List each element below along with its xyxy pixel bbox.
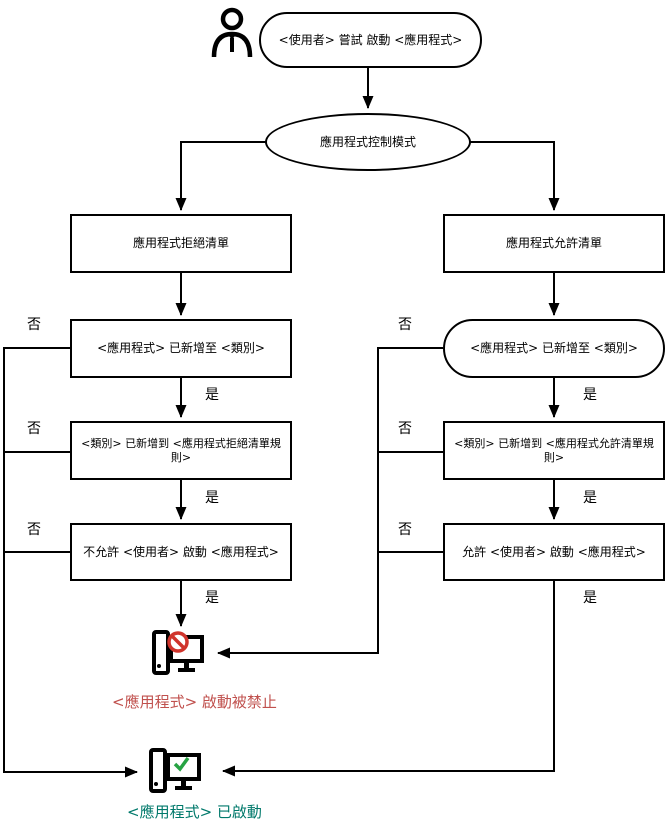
connector-right-no-rail [217, 347, 443, 659]
node-allowlist-label: 應用程式允許清單 [505, 236, 602, 250]
connector-mode-to-allowlist [470, 141, 560, 211]
node-deny-category-in-rule-label: <類別> 已新增到 <應用程式拒絕清單規則> [81, 436, 281, 464]
edge-label-yes-left-2: 是 [205, 490, 219, 506]
node-start: <使用者> 嘗試 啟動 <應用程式> [259, 12, 482, 68]
computer-started-icon [149, 748, 201, 793]
user-actor-icon [211, 7, 253, 58]
node-deny-user-start-label: 不允許 <使用者> 啟動 <應用程式> [83, 544, 279, 559]
edge-label-yes-right-2: 是 [583, 490, 597, 506]
edge-label-yes-right-1: 是 [583, 387, 597, 403]
node-allow-user-start-label: 允許 <使用者> 啟動 <應用程式> [462, 544, 646, 559]
started-result-text: <應用程式> 已啟動 [127, 803, 262, 821]
node-allow-category-in-rule-label: <類別> 已新增到 <應用程式允許清單規則> [454, 436, 654, 464]
node-control-mode-label: 應用程式控制模式 [319, 134, 416, 149]
node-deny-user-start: 不允許 <使用者> 啟動 <應用程式> [70, 523, 292, 581]
edge-label-no-left-1: 否 [27, 317, 41, 333]
connector-mode-to-denylist [175, 141, 266, 211]
node-allow-user-start: 允許 <使用者> 啟動 <應用程式> [443, 523, 665, 581]
edge-label-no-left-2: 否 [27, 421, 41, 437]
node-allow-app-in-category-label: <應用程式> 已新增至 <類別> [470, 341, 638, 355]
edge-label-no-right-1: 否 [398, 317, 412, 333]
edge-label-yes-right-3: 是 [583, 590, 597, 606]
edge-label-no-right-2: 否 [398, 421, 412, 437]
blocked-result-text: <應用程式> 啟動被禁止 [112, 693, 277, 711]
node-control-mode: 應用程式控制模式 [265, 113, 471, 171]
edge-label-no-left-3: 否 [27, 522, 41, 538]
edge-label-no-right-3: 否 [398, 522, 412, 538]
node-denylist-label: 應用程式拒絕清單 [132, 236, 229, 250]
node-deny-category-in-rule: <類別> 已新增到 <應用程式拒絕清單規則> [70, 421, 292, 480]
node-allow-app-in-category: <應用程式> 已新增至 <類別> [443, 319, 665, 378]
edge-label-yes-left-1: 是 [205, 387, 219, 403]
connector-allow4-to-started [222, 581, 555, 777]
node-allow-category-in-rule: <類別> 已新增到 <應用程式允許清單規則> [443, 421, 665, 480]
node-allowlist: 應用程式允許清單 [443, 214, 665, 273]
node-deny-app-in-category: <應用程式> 已新增至 <類別> [70, 319, 292, 378]
connector-left-no-rail [3, 347, 138, 778]
node-denylist: 應用程式拒絕清單 [70, 214, 292, 273]
edge-label-yes-left-3: 是 [205, 590, 219, 606]
computer-blocked-icon [152, 630, 204, 675]
node-start-label: <使用者> 嘗試 啟動 <應用程式> [278, 32, 463, 47]
node-deny-app-in-category-label: <應用程式> 已新增至 <類別> [97, 341, 265, 355]
